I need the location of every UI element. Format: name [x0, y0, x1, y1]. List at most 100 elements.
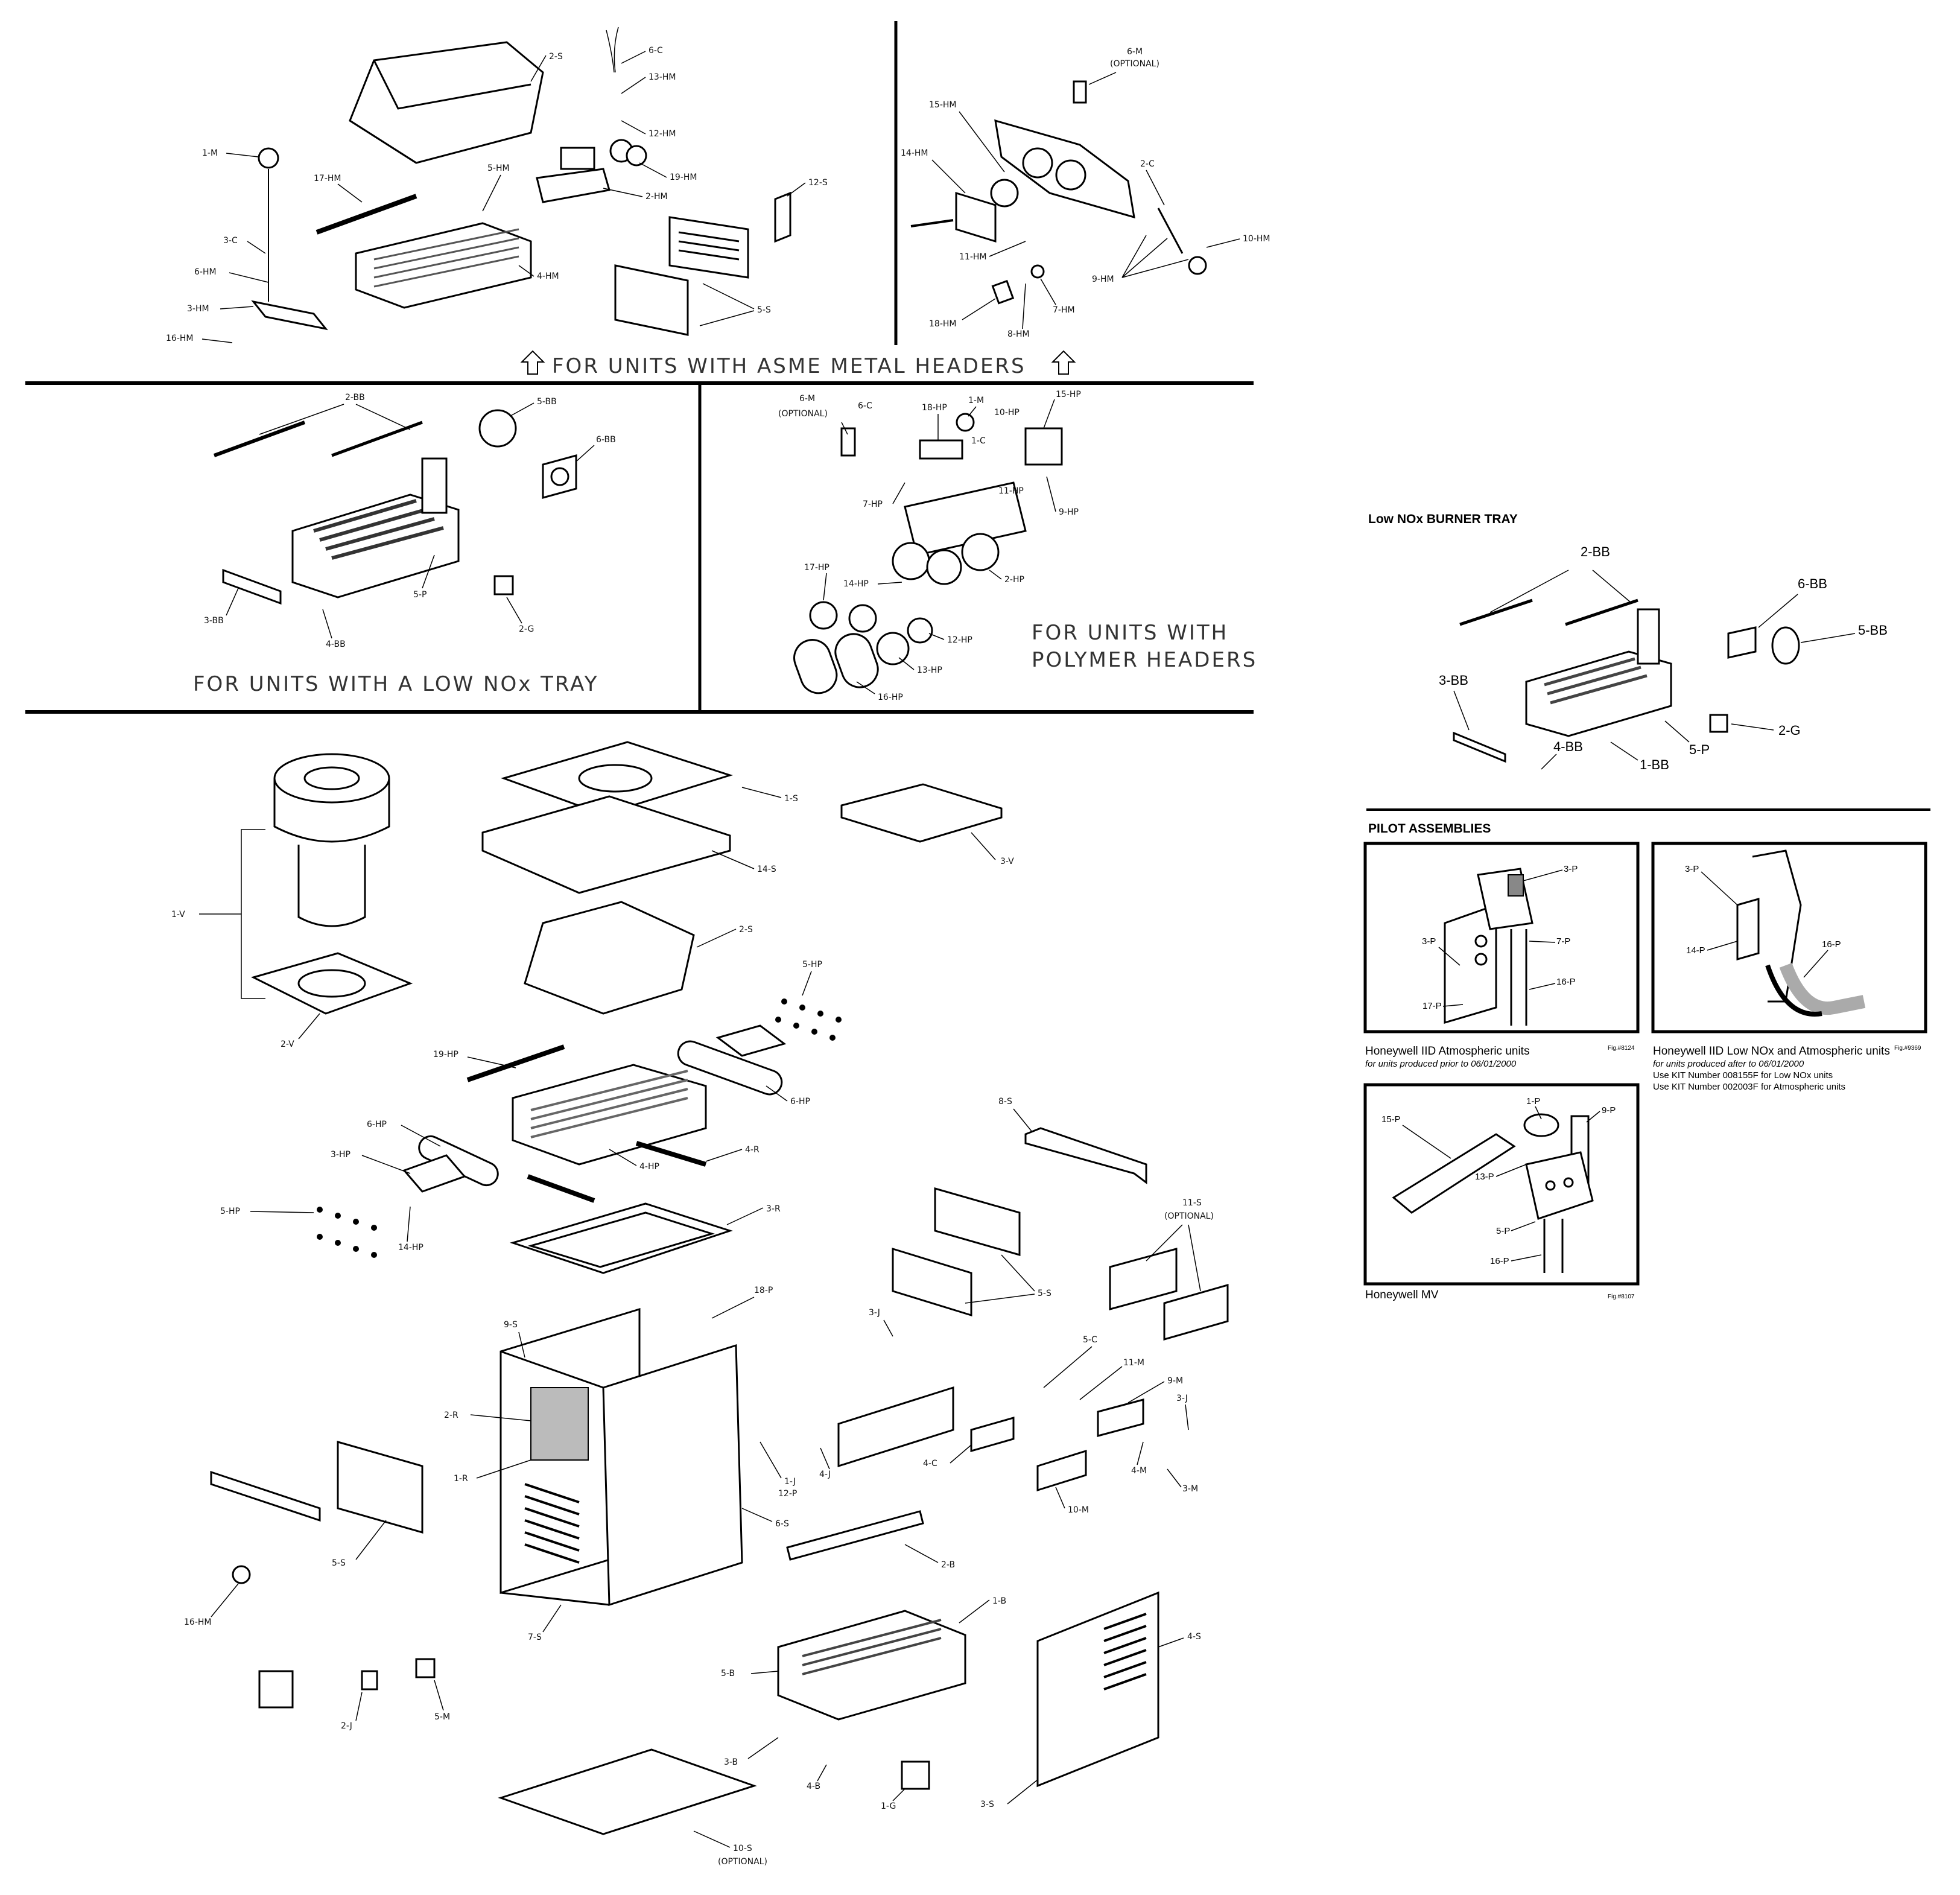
- asme-header-text: FOR UNITS WITH ASME METAL HEADERS: [552, 354, 1026, 378]
- label-1-s: 1-S: [784, 794, 798, 804]
- p2-label-14-p: 14-P: [1686, 945, 1705, 956]
- label-6-m-2: 6-M: [799, 394, 815, 404]
- label-1-g: 1-G: [881, 1801, 896, 1811]
- label-1-j: 1-J: [784, 1477, 796, 1487]
- polymer-header-text-2: POLYMER: [1032, 648, 1139, 672]
- label-2-hm: 2-HM: [645, 192, 668, 202]
- label-9-hm: 9-HM: [1092, 275, 1114, 284]
- label-10-m: 10-M: [1068, 1505, 1089, 1515]
- p3-fig: Fig.#8107: [1608, 1293, 1635, 1300]
- label-2-b: 2-B: [941, 1560, 955, 1570]
- label-1-v: 1-V: [171, 910, 185, 919]
- label-6-c: 6-C: [649, 46, 663, 56]
- label-6-c-2: 6-C: [858, 401, 872, 411]
- label-11-m: 11-M: [1123, 1358, 1144, 1368]
- label-11-s: 11-S: [1182, 1198, 1202, 1208]
- asme-header-section: [910, 80, 1207, 305]
- p3-label-13-p: 13-P: [1475, 1172, 1494, 1182]
- polymer-header-part: [904, 481, 1027, 556]
- label-15-hp: 15-HP: [1056, 390, 1081, 399]
- p3-label-9-p: 9-P: [1602, 1105, 1616, 1116]
- label-16-hp: 16-HP: [878, 693, 903, 702]
- main-exploded-view: [210, 741, 1229, 1835]
- label-17-hm: 17-HM: [314, 174, 341, 183]
- label-7-hp: 7-HP: [863, 500, 883, 509]
- up-arrow-icon: [1051, 350, 1076, 375]
- label-6-bb: 6-BB: [596, 435, 616, 445]
- label-2-g: 2-G: [519, 624, 534, 634]
- tray-label-1-bb: 1-BB: [1640, 757, 1669, 772]
- label-3-j-right: 3-J: [1176, 1394, 1188, 1403]
- p2-note-1: Use KIT Number 008155F for Low NOx units: [1653, 1070, 1833, 1081]
- label-16-hm-main: 16-HM: [184, 1617, 211, 1627]
- label-19-hp: 19-HP: [433, 1050, 458, 1059]
- p3-label-1-p: 1-P: [1526, 1096, 1540, 1106]
- label-4-hp: 4-HP: [639, 1162, 659, 1172]
- pilot-panel-1: [1363, 842, 1640, 1033]
- p2-note-2: Use KIT Number 002003F for Atmospheric u…: [1653, 1082, 1845, 1092]
- label-2-v: 2-V: [281, 1040, 294, 1049]
- asme-section: [251, 27, 791, 336]
- p3-label-5-p: 5-P: [1496, 1226, 1510, 1236]
- lownox-burner-tray-title: Low NOx BURNER TRAY: [1368, 512, 1518, 526]
- label-3-b: 3-B: [724, 1757, 738, 1767]
- up-arrow-icon: [520, 350, 545, 375]
- tray-label-4-bb: 4-BB: [1553, 739, 1583, 754]
- p1-caption: Honeywell IID Atmospheric units: [1365, 1045, 1529, 1058]
- label-14-hm: 14-HM: [901, 148, 928, 158]
- label-12-hp: 12-HP: [947, 635, 972, 645]
- label-14-hp: 14-HP: [843, 579, 869, 589]
- label-17-hp: 17-HP: [804, 563, 829, 573]
- label-5-b: 5-B: [721, 1669, 735, 1678]
- label-2-j: 2-J: [341, 1721, 352, 1731]
- label-optional-2: (OPTIONAL): [778, 409, 828, 419]
- label-8-hm: 8-HM: [1007, 329, 1030, 339]
- label-7-s: 7-S: [528, 1633, 542, 1642]
- label-9-hp: 9-HP: [1059, 507, 1079, 517]
- tray-label-5-p: 5-P: [1689, 742, 1710, 757]
- label-2-bb: 2-BB: [345, 393, 365, 402]
- label-10-hm: 10-HM: [1243, 234, 1270, 244]
- label-1-r: 1-R: [454, 1474, 468, 1484]
- p3-label-16-p: 16-P: [1490, 1256, 1509, 1266]
- p3-label-15-p: 15-P: [1381, 1114, 1401, 1125]
- label-12-s: 12-S: [808, 178, 828, 188]
- label-12-hm: 12-HM: [649, 129, 676, 139]
- label-3-j-left: 3-J: [869, 1308, 880, 1318]
- label-15-hm: 15-HM: [929, 100, 956, 110]
- p2-label-3-p: 3-P: [1685, 864, 1699, 874]
- label-13-hm: 13-HM: [649, 72, 676, 82]
- label-2-hp: 2-HP: [1004, 575, 1024, 585]
- label-1-b: 1-B: [992, 1596, 1006, 1606]
- label-16-hm: 16-HM: [166, 334, 193, 343]
- tray-label-2-g: 2-G: [1778, 723, 1801, 738]
- label-3-s: 3-S: [980, 1800, 994, 1809]
- label-14-hp-main: 14-HP: [398, 1243, 423, 1252]
- p2-caption: Honeywell IID Low NOx and Atmospheric un…: [1653, 1045, 1890, 1058]
- label-6-hp-right: 6-HP: [790, 1097, 810, 1106]
- polymer-header-text-1: FOR UNITS WITH: [1032, 621, 1228, 645]
- label-5-hp-left: 5-HP: [220, 1207, 240, 1216]
- label-4-s: 4-S: [1187, 1632, 1201, 1642]
- label-2-r: 2-R: [444, 1411, 458, 1420]
- label-5-p: 5-P: [413, 590, 427, 600]
- label-13-hp: 13-HP: [917, 665, 942, 675]
- label-optional-3: (OPTIONAL): [1164, 1211, 1214, 1221]
- label-18-p: 18-P: [754, 1286, 773, 1295]
- label-3-r: 3-R: [766, 1204, 781, 1214]
- label-1-m-2: 1-M: [968, 396, 984, 405]
- label-5-s-main: 5-S: [1038, 1289, 1051, 1298]
- label-2-s: 2-S: [549, 52, 563, 62]
- label-11-hm: 11-HM: [959, 252, 986, 262]
- label-optional-4: (OPTIONAL): [718, 1857, 767, 1867]
- p1-label-17-p: 17-P: [1422, 1001, 1442, 1011]
- label-6-m: 6-M: [1127, 47, 1143, 57]
- p1-label-3-p-left: 3-P: [1422, 936, 1436, 947]
- label-5-s: 5-S: [757, 305, 771, 315]
- label-19-hm: 19-HM: [670, 173, 697, 182]
- lownox-header-text: FOR UNITS WITH A LOW NOx TRAY: [193, 672, 599, 696]
- lownox-section: [213, 409, 577, 605]
- vent-hood-part: [349, 41, 544, 164]
- lownox-burner-tray-panel: Low NOx BURNER TRAY 2-BB 6-BB 5-BB 3-BB …: [1368, 512, 1888, 772]
- label-3-v: 3-V: [1000, 857, 1014, 866]
